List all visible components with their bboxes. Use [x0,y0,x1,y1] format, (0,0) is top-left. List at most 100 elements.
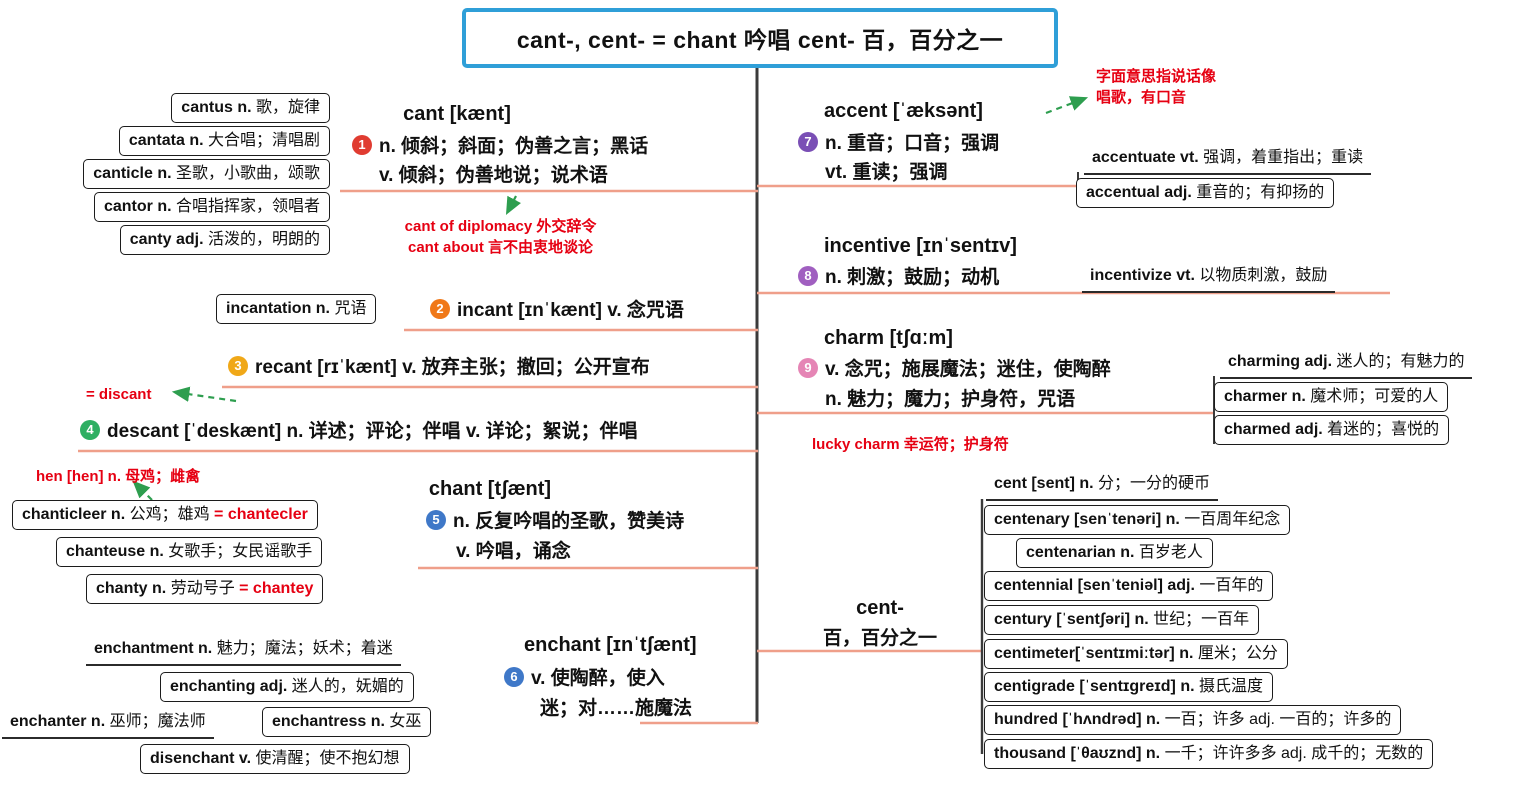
meaning: 以物质刺激，鼓励 [1199,267,1328,284]
def-text: n. 重音；口音；强调 [825,133,1000,154]
word: enchantment n. [94,640,217,657]
item-charmed: charmed adj. 着迷的；喜悦的 [1214,415,1450,445]
item-centenary: centenary [senˈtenəri] n. 一百周年纪念 [984,505,1291,535]
badge-5: 5 [426,509,446,530]
node-cent-sub: 百，百分之一 [790,623,970,650]
def-text: n. 刺激；鼓励；动机 [825,267,1000,288]
node-charm-def2: n. 魅力；魔力；护身符，咒语 [825,384,1075,411]
item-canticle: canticle n. 圣歌，小歌曲，颂歌 [83,159,330,189]
def-text: n. 反复吟唱的圣歌，赞美诗 [453,511,685,532]
meaning: 一百周年纪念 [1184,511,1281,528]
item-incantation: incantation n. 咒语 [216,294,377,324]
word: incantation n. [226,300,335,317]
variant: = chantecler [214,506,308,523]
note-line: hen [hen] n. 母鸡；雌禽 [36,468,201,485]
meaning: 歌，旋律 [255,99,320,116]
badge-2: 2 [430,298,450,319]
word: cantus n. [181,99,256,116]
word: centimeter[ˈsentɪmiːtər] n. [994,645,1198,662]
word: disenchant v. [150,750,256,767]
meaning: v. 放弃主张；撤回；公开宣布 [402,357,650,378]
note-line: 唱歌，有口音 [1096,89,1187,106]
def-text: 百，百分之一 [822,628,937,649]
item-centenarian: centenarian n. 百岁老人 [1016,538,1213,568]
word: enchanter n. [10,713,110,730]
meaning: 重音的；有抑扬的 [1196,184,1325,201]
node-recant: 3 recant [rɪˈkænt] v. 放弃主张；撤回；公开宣布 [228,352,650,379]
badge-9: 9 [798,357,818,378]
item-centigrade: centigrade [ˈsentɪgreɪd] n. 摄氏温度 [984,672,1274,702]
note-line: cant of diplomacy 外交辞令 [404,218,597,235]
note-hen: hen [hen] n. 母鸡；雌禽 [36,466,200,487]
badge-3: 3 [228,355,248,376]
item-chanticleer: chanticleer n. 公鸡；雄鸡 = chantecler [12,500,318,530]
meaning: 女巫 [389,713,422,730]
def-text: v. 倾斜；伪善地说；说术语 [379,165,608,186]
node-cent-label: cent- [856,597,904,619]
meaning: 强调，着重指出；重读 [1203,149,1364,166]
word: incentivize vt. [1090,267,1200,284]
meaning: 咒语 [334,300,367,317]
meaning: 厘米；公分 [1197,645,1278,662]
meaning: 一百；许多 adj. 一百的；许多的 [1164,711,1392,728]
item-cantor: cantor n. 合唱指挥家，领唱者 [93,192,330,222]
def-text: n. 魅力；魔力；护身符，咒语 [825,389,1076,410]
item-centimeter: centimeter[ˈsentɪmiːtər] n. 厘米；公分 [984,639,1288,669]
note-lucky-charm: lucky charm 幸运符；护身符 [812,434,1009,455]
node-enchant-label: enchant [ɪnˈtʃænt] [524,634,697,656]
meaning: 大合唱；清唱剧 [207,132,320,149]
word: incant [ɪnˈkænt] [457,300,608,321]
note-discant: = discant [86,384,151,405]
arrow-discant-note [171,386,237,403]
def-text: v. 使陶醉，使入 [531,668,665,689]
def-text: v. 吟唱，诵念 [456,541,571,562]
item-enchantment: enchantment n. 魅力；魔法；妖术；着迷 [86,636,401,666]
word: chanteuse n. [66,543,169,560]
item-incentivize: incentivize vt. 以物质刺激，鼓励 [1082,263,1336,293]
word: canticle n. [93,165,176,182]
meaning: 迷人的，妩媚的 [291,678,404,695]
meaning: 巫师；魔法师 [109,713,206,730]
arrow-accent-note [1045,96,1089,115]
node-chant-head: chant [tʃænt] [410,478,570,501]
word: descant [ˈdeskænt] [107,421,287,442]
node-cent-head: cent- [800,597,960,620]
word: centenarian n. [1026,544,1139,561]
note-line: 字面意思指说话像 [1096,68,1217,85]
item-thousand: thousand [ˈθaʊznd] n. 一千；许许多多 adj. 成千的；无… [984,739,1434,769]
meaning: 女歌手；女民谣歌手 [168,543,313,560]
meaning: 分；一分的硬币 [1098,475,1211,492]
note-line: = discant [86,386,152,403]
item-charmer: charmer n. 魔术师；可爱的人 [1214,382,1449,412]
word: chanticleer n. [22,506,130,523]
badge-6: 6 [504,666,524,687]
node-enchant-head: enchant [ɪnˈtʃænt] [524,634,697,657]
word: chanty n. [96,580,171,597]
arrow-cant-note [505,195,522,215]
node-enchant-def2: 迷；对……施魔法 [540,693,692,720]
word: accentual adj. [1086,184,1197,201]
node-accent-def2: vt. 重读；强调 [825,157,947,184]
def-text: 迷；对……施魔法 [540,698,693,719]
def-text: v. 念咒；施展魔法；迷住，使陶醉 [825,359,1111,380]
meaning: 迷人的；有魅力的 [1336,353,1465,370]
meaning: 魅力；魔法；妖术；着迷 [216,640,393,657]
word: centennial [senˈteniəl] adj. [994,577,1200,594]
node-cant-label: cant [kænt] [403,103,511,125]
word: thousand [ˈθaʊznd] n. [994,745,1165,762]
item-accentuate: accentuate vt. 强调，着重指出；重读 [1084,145,1372,175]
item-canty: canty adj. 活泼的，明朗的 [119,225,330,255]
word: centenary [senˈtenəri] n. [994,511,1185,528]
badge-1: 1 [352,134,372,155]
word: charmed adj. [1224,421,1328,438]
node-accent-head: accent [ˈæksənt] [824,100,983,123]
item-cantus: cantus n. 歌，旋律 [171,93,330,123]
meaning: 活泼的，明朗的 [207,231,320,248]
arrow-hen-note [132,480,153,501]
node-descant: 4 descant [ˈdeskænt] n. 详述；评论；伴唱 v. 详论；絮… [80,416,638,443]
word: canty adj. [129,231,208,248]
item-century: century [ˈsentʃəri] n. 世纪；一百年 [984,605,1260,635]
note-cant-usage: cant of diplomacy 外交辞令 cant about 言不由衷地谈… [388,216,613,258]
item-chanteuse: chanteuse n. 女歌手；女民谣歌手 [56,537,323,567]
